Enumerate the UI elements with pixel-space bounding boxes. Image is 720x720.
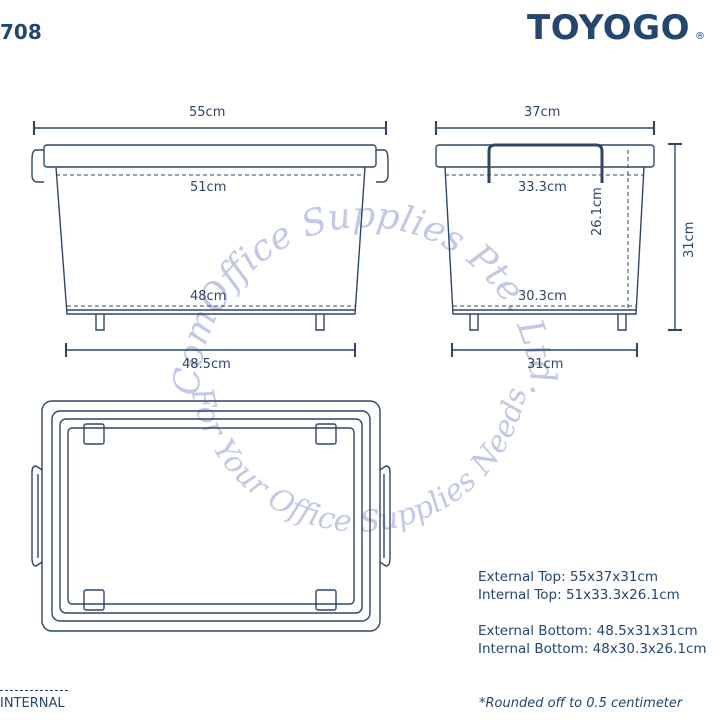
top-lid-panel [67,427,355,605]
side-internal-bottom-width-label: 30.3cm [518,289,567,304]
top-left-handle [31,465,43,567]
front-view-box [31,121,389,357]
brand-logo: TOYOGO [527,8,691,48]
top-right-handle [379,465,391,567]
dimension-specs: External Top: 55x37x31cm Internal Top: 5… [478,568,707,658]
front-bottom-width-label: 48.5cm [182,357,231,372]
front-top-width-label: 55cm [189,105,226,120]
front-right-handle [376,149,389,183]
spec-internal-top: Internal Top: 51x33.3x26.1cm [478,587,680,603]
spec-internal-bottom: Internal Bottom: 48x30.3x26.1cm [478,641,707,657]
side-handle [487,143,604,183]
top-outer-rim [41,400,381,632]
side-external-height-label: 31cm [682,221,697,258]
side-lid [435,144,655,168]
spec-external-bottom: External Bottom: 48.5x31x31cm [478,623,698,639]
watermark-inner-text: ~ For Your Office Supplies Needs ~ [0,0,536,540]
internal-legend-label: INTERNAL [0,696,65,711]
front-internal-top-width-label: 51cm [190,180,227,195]
internal-legend-line [0,690,68,691]
registered-mark: ® [695,31,705,42]
front-body [55,166,366,315]
front-internal-bottom-width-label: 48cm [190,289,227,304]
side-top-width-label: 37cm [524,105,561,120]
side-internal-height-label: 26.1cm [590,187,605,236]
watermark-outer-text: ~ ComOffice Supplies Pte. Ltd. ~ [0,0,563,396]
side-body [444,166,645,315]
top-view-box [31,400,391,632]
spec-external-top: External Top: 55x37x31cm [478,569,659,585]
model-number: 708 [0,20,42,44]
front-left-handle [31,149,44,183]
rounding-note: *Rounded off to 0.5 centimeter [479,696,683,711]
side-view-box [434,121,682,357]
side-internal-top-width-label: 33.3cm [518,180,567,195]
spec-spacer [478,604,707,622]
front-lid [43,144,377,168]
side-bottom-width-label: 31cm [527,357,564,372]
